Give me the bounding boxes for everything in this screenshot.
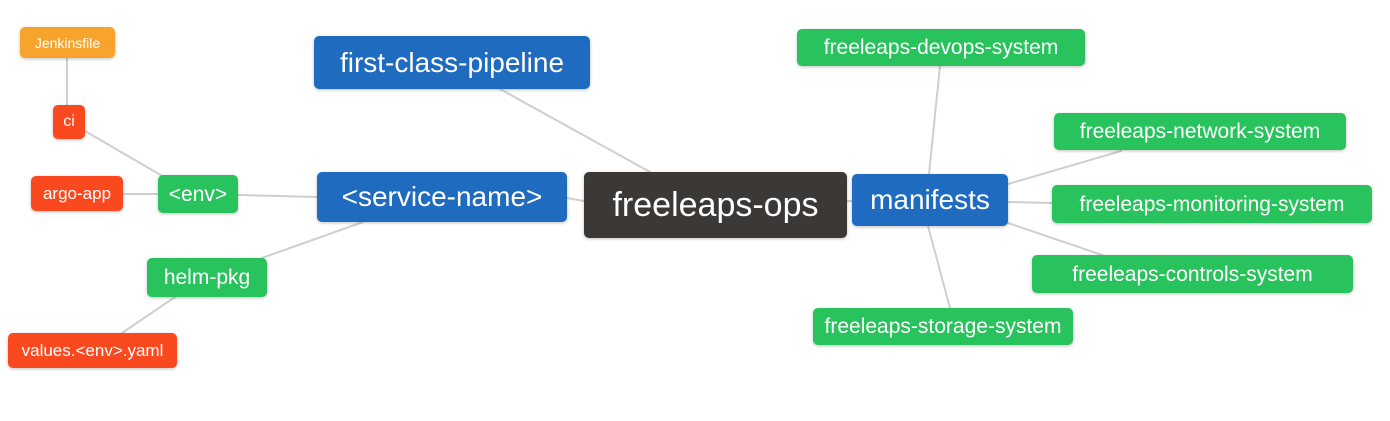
node-first-class-pipeline[interactable]: first-class-pipeline (314, 36, 590, 89)
edge-manifests-to-freeleaps-network-system (1007, 150, 1122, 185)
node-values-env-yaml[interactable]: values.<env>.yaml (8, 333, 177, 368)
node-freeleaps-network-system[interactable]: freeleaps-network-system (1054, 113, 1346, 150)
node-freeleaps-monitoring-system[interactable]: freeleaps-monitoring-system (1052, 185, 1372, 223)
edge-values-env-yaml-to-helm-pkg (121, 296, 176, 334)
node-env[interactable]: <env> (158, 175, 238, 213)
node-label: argo-app (42, 184, 112, 203)
node-manifests[interactable]: manifests (852, 174, 1008, 226)
node-label: <service-name> (341, 181, 543, 212)
node-freeleaps-storage-system[interactable]: freeleaps-storage-system (813, 308, 1073, 345)
edge-service-name-to-helm-pkg (261, 221, 364, 259)
node-freeleaps-ops[interactable]: freeleaps-ops (584, 172, 847, 238)
node-label: freeleaps-network-system (1079, 120, 1321, 143)
edge-manifests-to-freeleaps-monitoring-system (1007, 201, 1053, 204)
node-argo-app[interactable]: argo-app (31, 176, 123, 211)
node-label: freeleaps-ops (612, 186, 819, 224)
node-label: first-class-pipeline (339, 46, 565, 78)
node-label: values.<env>.yaml (21, 341, 164, 360)
node-label: freeleaps-storage-system (824, 315, 1062, 338)
node-label: freeleaps-monitoring-system (1079, 192, 1345, 216)
node-service-name[interactable]: <service-name> (317, 172, 567, 222)
node-freeleaps-controls-system[interactable]: freeleaps-controls-system (1032, 255, 1353, 293)
node-label: ci (63, 113, 75, 130)
edge-env-to-service-name (237, 194, 318, 198)
node-jenkinsfile[interactable]: Jenkinsfile (20, 27, 115, 58)
node-helm-pkg[interactable]: helm-pkg (147, 258, 267, 297)
edge-first-class-pipeline-to-freeleaps-ops (499, 88, 651, 173)
edge-ci-to-env (84, 130, 165, 178)
node-label: Jenkinsfile (34, 34, 101, 51)
edge-manifests-to-freeleaps-controls-system (1007, 222, 1106, 257)
node-freeleaps-devops-system[interactable]: freeleaps-devops-system (797, 29, 1085, 66)
edge-manifests-to-freeleaps-storage-system (927, 225, 951, 309)
node-label: freeleaps-controls-system (1072, 262, 1313, 286)
node-label: helm-pkg (163, 266, 251, 289)
edge-service-name-to-freeleaps-ops (566, 197, 585, 202)
node-label: <env> (168, 182, 228, 206)
node-label: manifests (870, 184, 990, 215)
node-label: freeleaps-devops-system (823, 36, 1059, 59)
edge-manifests-to-freeleaps-devops-system (928, 65, 941, 175)
node-ci[interactable]: ci (53, 105, 85, 139)
